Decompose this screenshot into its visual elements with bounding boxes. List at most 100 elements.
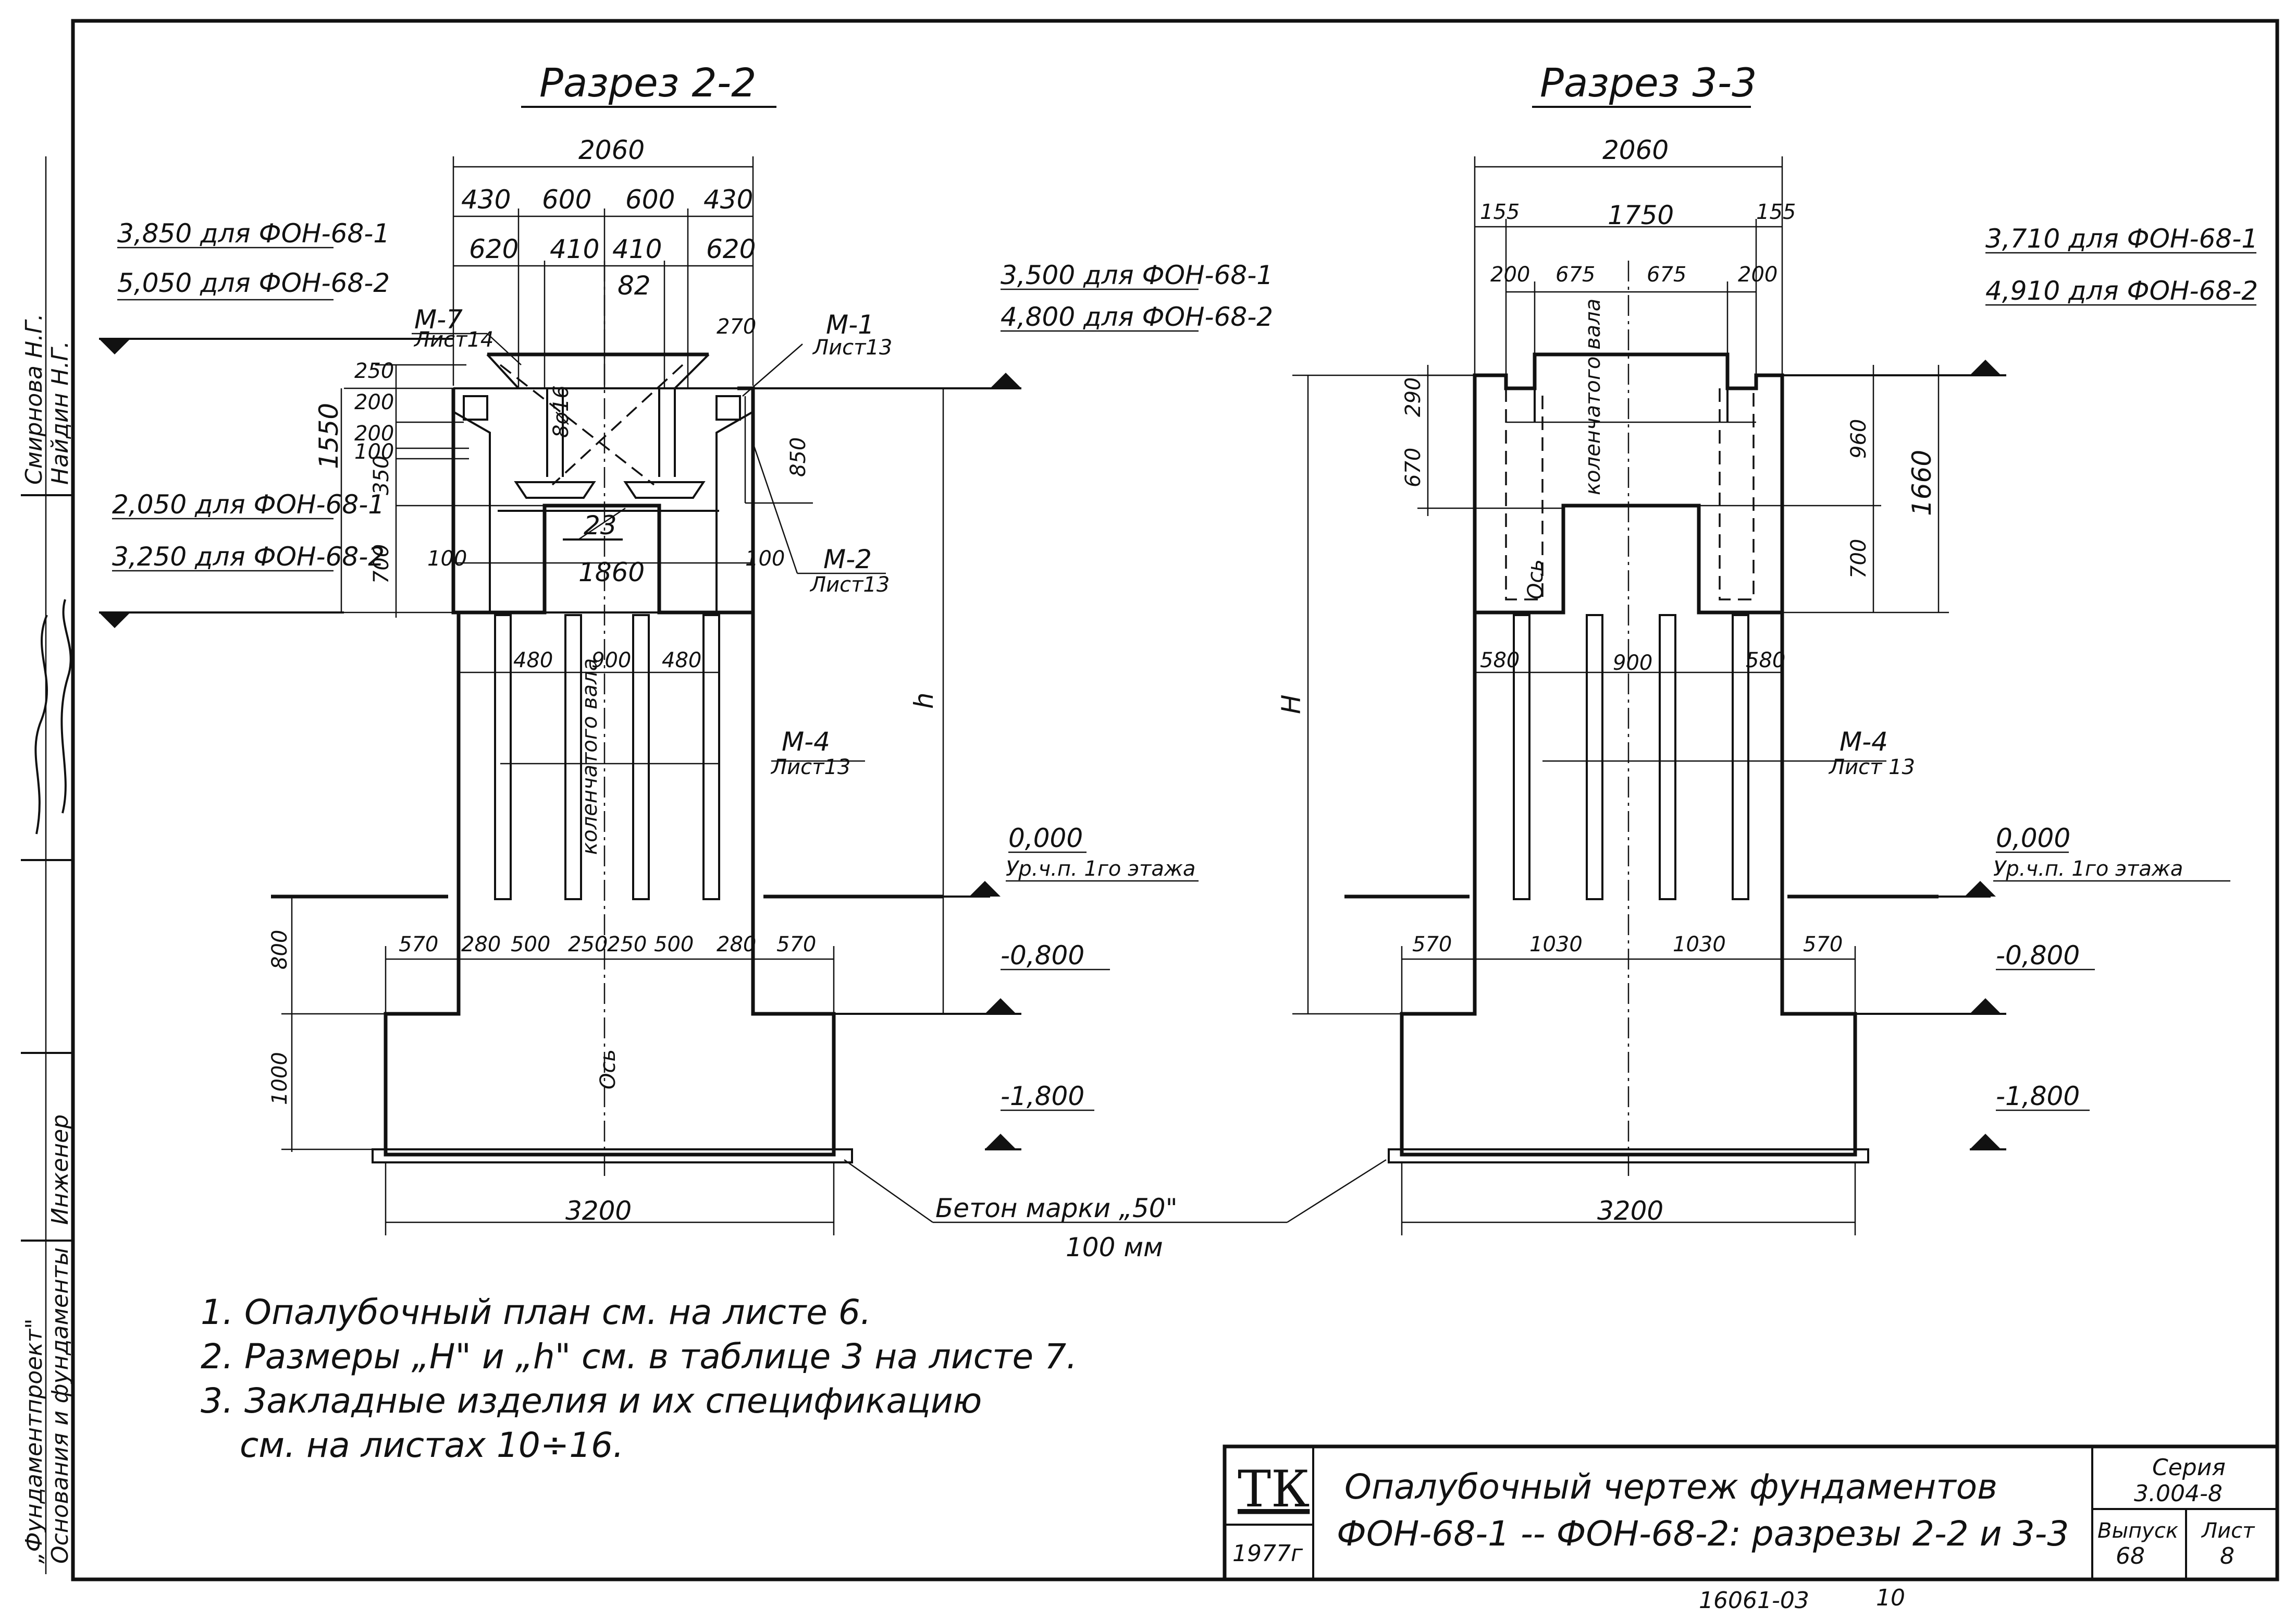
section-2-2: Разрез 2-2 <box>99 59 1273 1235</box>
mark-m4-code: М-4 <box>782 727 830 757</box>
dims-top-22 <box>452 156 754 388</box>
dim-22-left-100: 100 <box>354 440 394 464</box>
dim-22-base-250b: 250 <box>607 933 647 956</box>
dim-22-mid-100b: 100 <box>745 547 785 571</box>
side-stamp-role: Инженер <box>47 1114 73 1225</box>
dim-33-total: 2060 <box>1602 135 1669 165</box>
sheet-frame <box>71 19 2279 1581</box>
dim-33-mid-580b: 580 <box>1746 648 1785 672</box>
issue-label: Выпуск <box>2097 1519 2178 1543</box>
concrete-note-line2: 100 мм <box>1066 1232 1163 1262</box>
dim-33-a2: 1750 <box>1608 200 1674 230</box>
level-22-r6: -1,800 <box>1001 1081 1084 1111</box>
dim-22-mid-900: 900 <box>591 648 631 672</box>
title-line-2: ФОН-68-1 -- ФОН-68-2: разрезы 2-2 и 3-3 <box>1337 1514 2069 1554</box>
dim-33-base-570a: 570 <box>1412 933 1452 956</box>
dim-22-base-570a: 570 <box>399 933 438 956</box>
dim-22-left-1550: 1550 <box>314 403 344 469</box>
mark-m2-sheet: Лист13 <box>809 573 890 597</box>
dim-22-left-200a: 200 <box>354 390 394 414</box>
mark-m2-code: М-2 <box>823 544 872 574</box>
mark-m7-code: М-7 <box>414 304 463 335</box>
concrete-note-line1: Бетон марки „50" <box>935 1193 1178 1223</box>
level-33-r3: 0,000 <box>1996 823 2070 853</box>
dim-33-left-H: H <box>1276 694 1306 714</box>
hidden-slots-33 <box>1505 388 1755 600</box>
level-22-r3: 0,000 <box>1008 823 1083 853</box>
dim-22-base-280b: 280 <box>717 933 756 956</box>
dim-22-left-700: 700 <box>369 544 393 584</box>
axis-label-22: Ось <box>596 1049 620 1089</box>
dim-22-left-200b: 200 <box>354 422 394 446</box>
level-33-r1: 3,710 для ФОН-68-1 <box>1985 224 2258 254</box>
dim-33-base-1030a: 1030 <box>1529 933 1583 956</box>
side-stamp-name-2: Найдин Н.Г. <box>47 341 73 485</box>
level-22-r4: Ур.ч.п. 1го этажа <box>1006 857 1195 881</box>
note-3: 3. Закладные изделия и их спецификацию <box>201 1381 982 1421</box>
dim-22-left-1000: 1000 <box>268 1052 292 1105</box>
mark-m4-sheet: Лист13 <box>770 755 850 779</box>
section-3-3: Разрез 3-3 2060 155 <box>1276 59 2258 1235</box>
dim-33-base-570b: 570 <box>1803 933 1843 956</box>
dim-22-a3: 600 <box>625 185 675 215</box>
anchor-slots <box>494 614 720 900</box>
dim-33-b3: 675 <box>1647 263 1686 287</box>
side-stamp: „Фундаментпроект" Основания и фундаменты… <box>21 156 73 1574</box>
dim-33-left-290: 290 <box>1401 377 1425 417</box>
beam-label-22: коленчатого вала <box>578 658 602 855</box>
side-stamp-org: „Фундаментпроект" <box>21 1318 47 1564</box>
mark-m1-sheet: Лист13 <box>812 336 892 360</box>
dim-33-a3: 155 <box>1756 200 1796 224</box>
level-22-l1: 3,850 для ФОН-68-1 <box>117 218 390 249</box>
dim-33-b4: 200 <box>1738 263 1777 287</box>
dim-22-mid-480b: 480 <box>662 648 701 672</box>
dim-33-left-670: 670 <box>1401 448 1425 487</box>
sheet-label: Лист <box>2201 1519 2255 1543</box>
level-marks-33 <box>1782 360 2006 1150</box>
level-33-r6: -1,800 <box>1996 1081 2080 1111</box>
dims-left-22 <box>281 364 545 1152</box>
mark-m4-33-code: М-4 <box>1840 727 1888 757</box>
dim-22-mid-1860: 1860 <box>578 557 645 587</box>
concrete-callout: Бетон марки „50" 100 мм <box>844 1159 1387 1262</box>
footer-page: 10 <box>1876 1585 1905 1611</box>
dim-33-right-1660: 1660 <box>1907 450 1937 516</box>
level-22-r5: -0,800 <box>1001 940 1084 971</box>
footer-code: 16061-03 <box>1699 1587 1809 1614</box>
signature-image <box>34 599 72 835</box>
title-year: 1977г <box>1232 1540 1303 1567</box>
side-stamp-name-1: Смирнова Н.Г. <box>21 313 47 485</box>
dim-33-right-960: 960 <box>1847 419 1871 459</box>
title-block: ТК 1977г Опалубочный чертеж фундаментов … <box>1223 1444 2279 1581</box>
dim-33-width: 3200 <box>1597 1196 1663 1226</box>
dim-33-a1: 155 <box>1480 200 1520 224</box>
note-4: см. на листах 10÷16. <box>240 1425 624 1465</box>
level-22-l2: 5,050 для ФОН-68-2 <box>117 268 390 298</box>
dim-33-b1: 200 <box>1490 263 1530 287</box>
dim-33-right-700: 700 <box>1847 539 1871 579</box>
dim-22-total: 2060 <box>578 135 645 165</box>
section-33-title: Разрез 3-3 <box>1540 59 1757 106</box>
mark-m1-code: М-1 <box>826 310 874 340</box>
anchor-slots-33 <box>1513 614 1749 900</box>
note-1: 1. Опалубочный план см. на листе 6. <box>201 1292 871 1332</box>
dim-22-mid-480a: 480 <box>513 648 553 672</box>
level-22-r2: 4,800 для ФОН-68-2 <box>1001 302 1273 332</box>
anchor-bolts <box>498 364 719 512</box>
note-2: 2. Размеры „H" и „h" см. в таблице 3 на … <box>201 1336 1077 1377</box>
dim-22-a1: 430 <box>461 185 511 215</box>
beam-label-33: коленчатого вала <box>1581 299 1605 495</box>
section-22-title: Разрез 2-2 <box>539 59 757 106</box>
level-22-l4: 3,250 для ФОН-68-2 <box>112 542 385 572</box>
dim-22-mid-100a: 100 <box>427 547 467 571</box>
dim-22-base-500b: 500 <box>654 933 694 956</box>
dim-22-b6: 270 <box>717 315 756 339</box>
dim-22-base-280a: 280 <box>461 933 501 956</box>
dim-22-b3: 410 <box>612 234 662 264</box>
series-value: 3.004-8 <box>2134 1480 2223 1507</box>
dim-33-base-1030b: 1030 <box>1673 933 1726 956</box>
level-marks-22-left <box>99 338 453 628</box>
mark-m4-33-sheet: Лист 13 <box>1828 755 1915 779</box>
dim-22-a4: 430 <box>703 185 753 215</box>
